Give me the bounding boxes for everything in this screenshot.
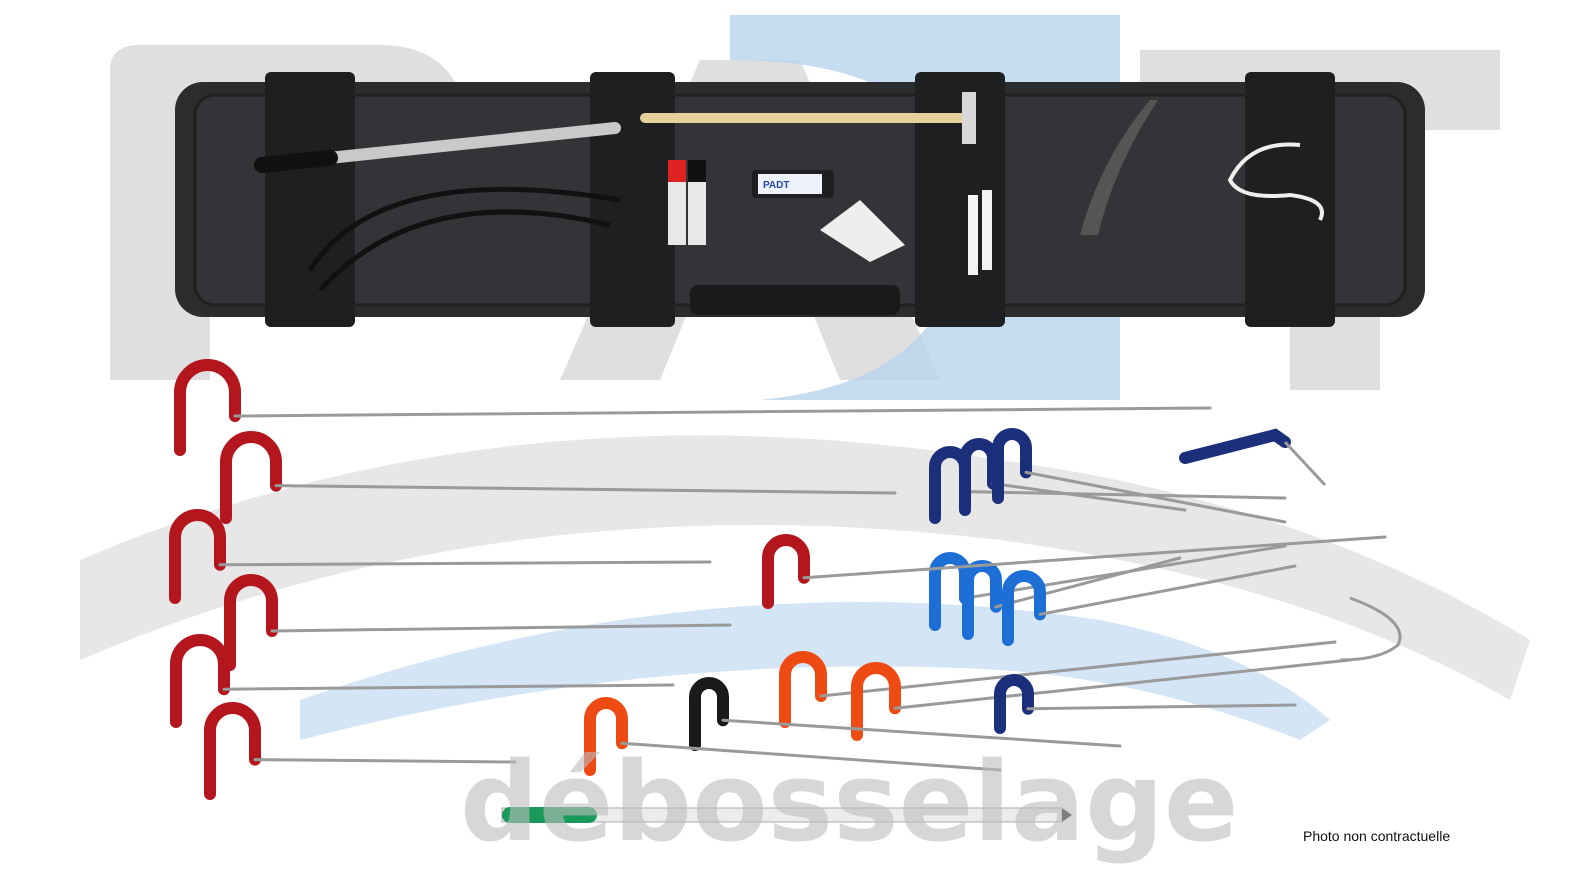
rod-shaft — [274, 484, 897, 495]
crayon-2 — [982, 190, 992, 270]
rod-handle — [174, 359, 241, 456]
rod-shaft — [802, 535, 1387, 580]
dent-repair-rods — [169, 359, 1402, 823]
case-label-logo: PADT — [763, 180, 789, 191]
crayon-1 — [968, 195, 978, 275]
rod-shaft — [819, 640, 1337, 698]
angled-rod — [1283, 440, 1327, 487]
marker-red-cap — [668, 160, 686, 182]
rod-handle — [169, 509, 226, 604]
curved-rod-tip — [1339, 596, 1402, 662]
case-handle — [690, 285, 900, 315]
pen-tip — [1062, 808, 1072, 822]
rod-shaft — [994, 556, 1182, 609]
rod-shaft — [222, 683, 675, 691]
rod-shaft — [893, 658, 1352, 710]
case-latch — [265, 72, 355, 327]
rod-handle — [992, 428, 1032, 504]
rod-shaft — [253, 758, 517, 764]
case-latch — [590, 72, 675, 327]
rod-handle — [1002, 570, 1046, 646]
watermark-swoosh-blue — [300, 602, 1330, 740]
rod-handle — [584, 697, 628, 776]
angled-handle — [1179, 428, 1291, 464]
case-lid — [193, 93, 1407, 307]
rod-handle — [779, 651, 827, 728]
rod-shaft — [1026, 703, 1297, 711]
marker-black-cap — [688, 160, 706, 182]
tool-case: PADT — [175, 72, 1425, 327]
rod-shaft — [620, 741, 1002, 772]
rod-shaft — [721, 718, 1122, 748]
knockdown-tool — [1080, 100, 1158, 235]
rod-handle — [220, 431, 282, 524]
photo-caption: Photo non contractuelle — [1303, 828, 1451, 844]
rod-handle — [851, 662, 901, 741]
rod-handle — [204, 702, 261, 800]
bungee-cords — [307, 186, 621, 292]
s-hooks — [1227, 142, 1324, 221]
pen-grip — [502, 807, 597, 823]
case-label — [758, 174, 822, 194]
rod-handle — [762, 534, 810, 609]
rod-handle — [224, 574, 278, 671]
watermark-text: débosselage — [460, 738, 1239, 866]
watermark-swoosh — [80, 435, 1530, 700]
rod-handle — [994, 674, 1034, 734]
rod-shaft — [1024, 470, 1287, 524]
rod-shaft — [991, 482, 1187, 512]
rod-shaft — [963, 490, 1287, 500]
hammer-head — [962, 92, 976, 144]
rod-handle — [689, 677, 729, 751]
rod-shaft — [233, 406, 1212, 418]
case-latch — [1245, 72, 1335, 327]
rod-shaft — [270, 623, 732, 633]
bar-grip — [254, 150, 338, 173]
rod-shaft — [1038, 564, 1297, 616]
rod-handle — [170, 634, 230, 728]
glue-tabs — [820, 200, 905, 262]
rod-shaft — [218, 560, 712, 567]
